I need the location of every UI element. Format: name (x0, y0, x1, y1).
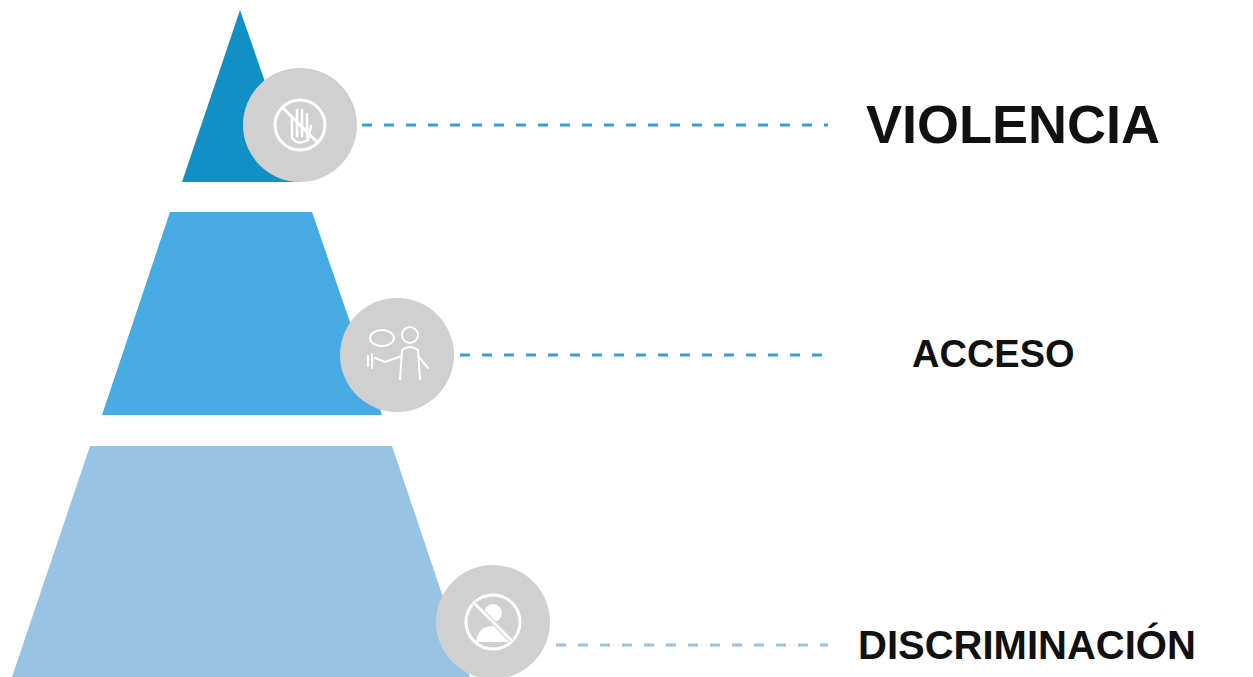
tier-label: DISCRIMINACIÓN (858, 623, 1196, 667)
no-violence-icon (243, 68, 357, 182)
tier-label: ACCESO (912, 334, 1075, 376)
access-icon (340, 298, 454, 412)
tier-label: VIOLENCIA (866, 95, 1160, 154)
no-discrimination-icon (436, 565, 550, 677)
pyramid-middle (102, 212, 382, 415)
leader-line (460, 354, 828, 357)
leader-line (362, 124, 828, 127)
leader-line (556, 644, 828, 647)
pyramid-bottom (12, 446, 470, 677)
